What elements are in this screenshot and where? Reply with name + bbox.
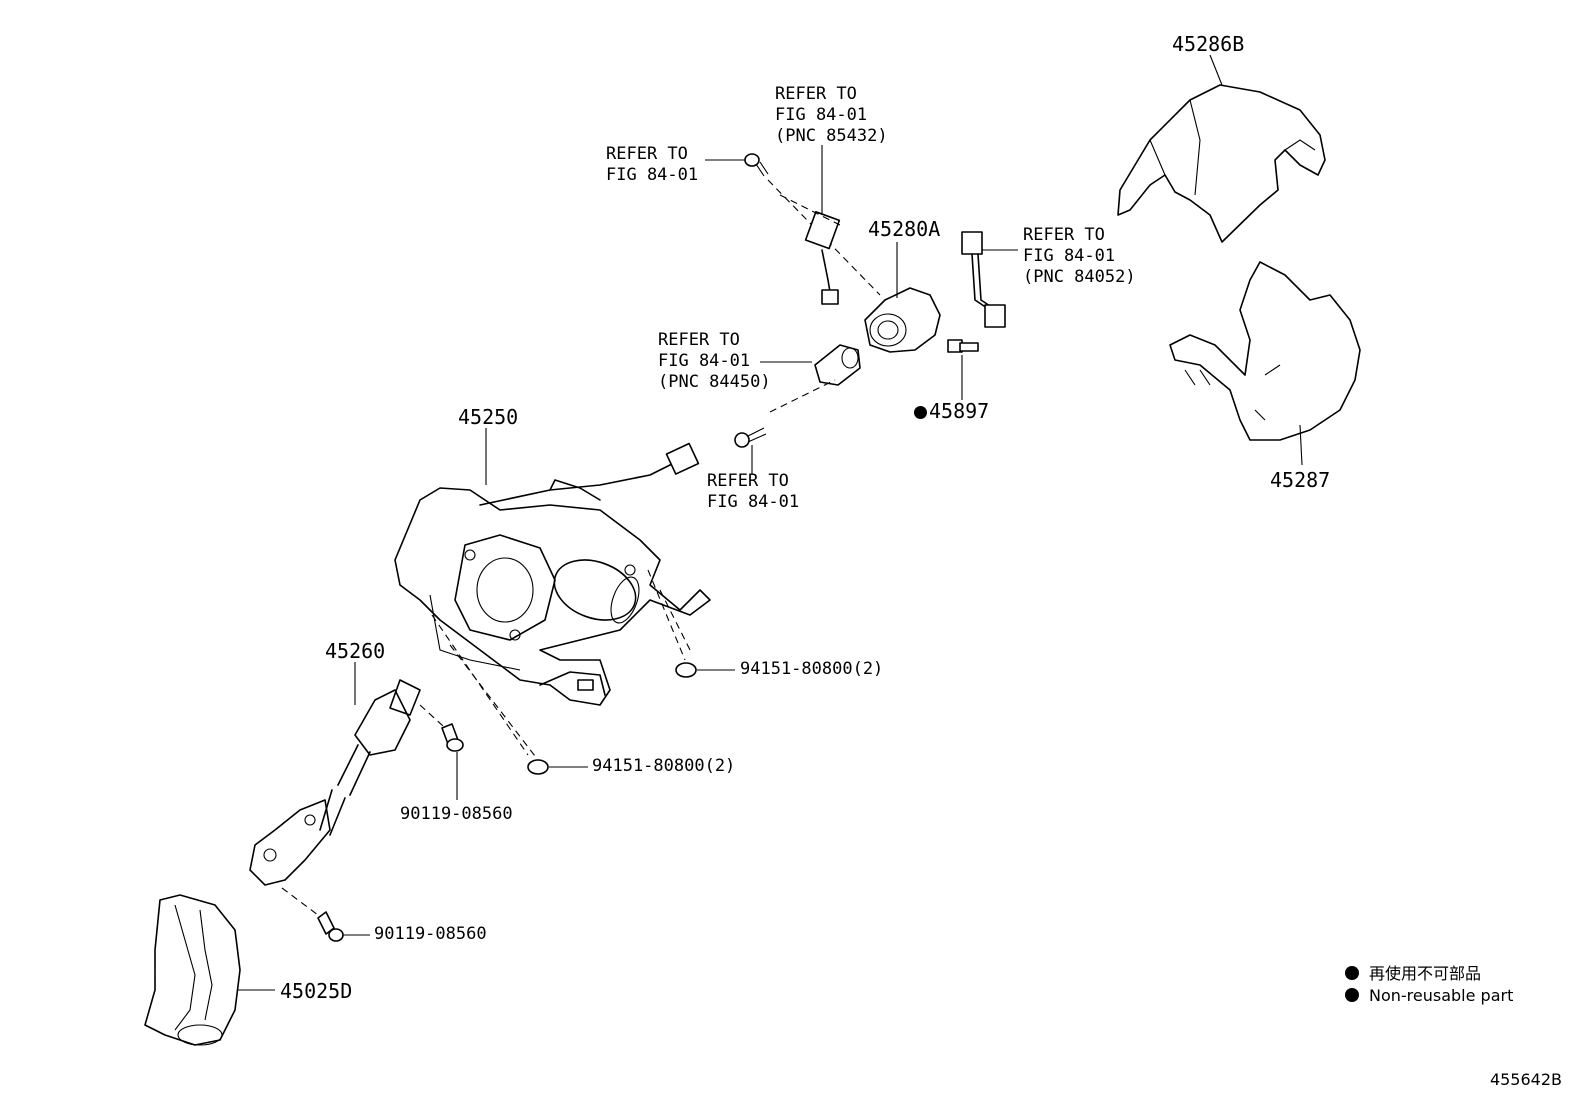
refer-84450-line-3: (PNC 84450) [658,372,771,392]
legend-dot-icon [1345,988,1359,1002]
refer-screw-mid-line-1: REFER TO [707,471,789,491]
refer-screw-mid-line-2: FIG 84-01 [707,492,800,512]
steering-column-drawing [394,442,711,706]
dashed-nut-lower-b [449,644,539,761]
refer-85432: REFER TO FIG 84-01 (PNC 85432) [775,84,888,147]
dashed-nut-upper-b [659,589,691,651]
label-nut-upper: 94151-80800(2) [740,659,884,679]
part-45897-drawing [947,339,979,353]
label-45897: 45897 [914,400,989,422]
label-45286B: 45286B [1172,32,1245,56]
diagram-id: 455642B [1489,1070,1562,1089]
column-boot-drawing [144,894,241,1046]
refer-84450-line-2: FIG 84-01 [658,351,751,371]
leader-45286B [1209,54,1223,86]
legend-line-en: Non-reusable part [1345,986,1513,1005]
refer-84052-line-2: FIG 84-01 [1023,246,1116,266]
refer-84450-line-1: REFER TO [658,330,740,350]
ignition-switch-drawing [864,287,941,353]
label-bolt-upper: 90119-08560 [400,804,513,824]
label-45897-text: 45897 [929,399,990,423]
dashed-bolt-upper [419,704,444,727]
refer-screw-top: REFER TO FIG 84-01 [606,144,698,186]
label-45025D: 45025D [280,979,353,1003]
bolt-lower-drawing [317,911,344,942]
screw-mid-drawing [734,427,767,448]
dashed-84450 [769,379,836,413]
dashed-nut-upper-a [647,569,686,661]
nut-upper-drawing [675,662,697,678]
harness-84052-drawing [961,231,1006,328]
label-bolt-lower: 90119-08560 [374,924,487,944]
legend-jp-text: 再使用不可部品 [1369,964,1482,983]
key-cylinder-84450-drawing [814,344,861,386]
label-45287: 45287 [1270,468,1331,492]
dashed-bolt-lower [281,887,319,916]
label-45260: 45260 [325,639,386,663]
connector-85432-drawing [804,211,841,305]
refer-85432-line-1: REFER TO [775,84,857,104]
refer-84052: REFER TO FIG 84-01 (PNC 84052) [1023,225,1136,288]
legend-en-text: Non-reusable part [1369,986,1514,1005]
intermediate-shaft-drawing [249,679,421,886]
dashed-screw-top [767,179,881,296]
non-reusable-marker [914,406,927,419]
upper-column-cover-drawing [1117,84,1326,243]
label-45280A: 45280A [868,217,941,241]
refer-screw-top-line-1: REFER TO [606,144,688,164]
refer-85432-line-3: (PNC 85432) [775,126,888,146]
bolt-upper-drawing [441,723,464,752]
refer-screw-mid: REFER TO FIG 84-01 [707,471,799,513]
refer-84450: REFER TO FIG 84-01 (PNC 84450) [658,330,771,393]
refer-84052-line-1: REFER TO [1023,225,1105,245]
leader-45287 [1299,424,1303,466]
nut-lower-drawing [527,759,549,775]
legend-line-jp: 再使用不可部品 [1345,960,1481,984]
refer-84052-line-3: (PNC 84052) [1023,267,1136,287]
screw-top-drawing [744,153,769,177]
refer-85432-line-2: FIG 84-01 [775,105,868,125]
lower-column-cover-drawing [1169,261,1361,441]
label-45250: 45250 [458,405,519,429]
label-nut-lower: 94151-80800(2) [592,756,736,776]
legend-dot-icon [1345,966,1359,980]
refer-screw-top-line-2: FIG 84-01 [606,165,699,185]
